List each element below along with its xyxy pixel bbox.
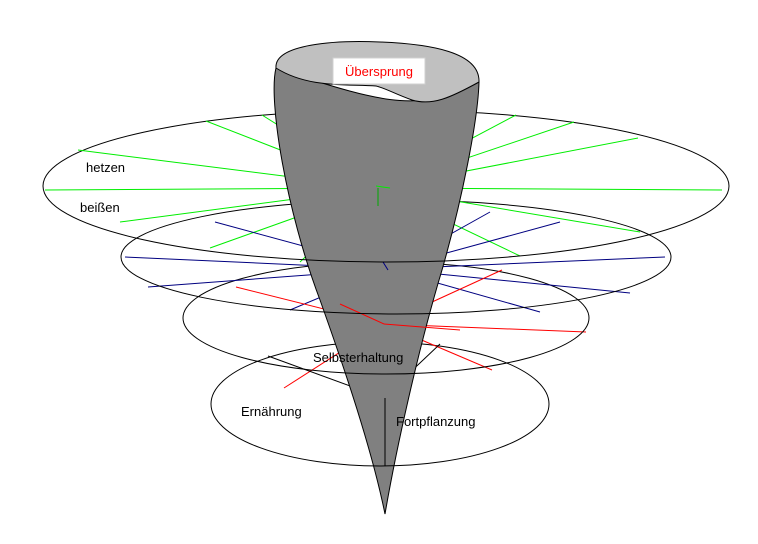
label-beissen: beißen <box>80 200 120 215</box>
rim-lines-over-cone <box>339 185 461 331</box>
cone-body <box>273 67 480 515</box>
cone <box>273 41 480 515</box>
ellipse-level-4-front <box>210 403 550 467</box>
label-ernaehrung: Ernährung <box>241 404 302 419</box>
label-ubersprung: Übersprung <box>345 64 413 79</box>
label-top-box: Übersprung <box>332 57 426 85</box>
label-selbsterhaltung: Selbsterhaltung <box>313 350 403 365</box>
label-fortpflanzung: Fortpflanzung <box>396 414 476 429</box>
ellipse-front-layer <box>42 185 730 467</box>
ellipse-level-2-front <box>120 256 672 315</box>
ellipse-level-1-front <box>42 185 730 263</box>
ellipse-level-3-front <box>182 317 590 375</box>
label-hetzen: hetzen <box>86 160 125 175</box>
